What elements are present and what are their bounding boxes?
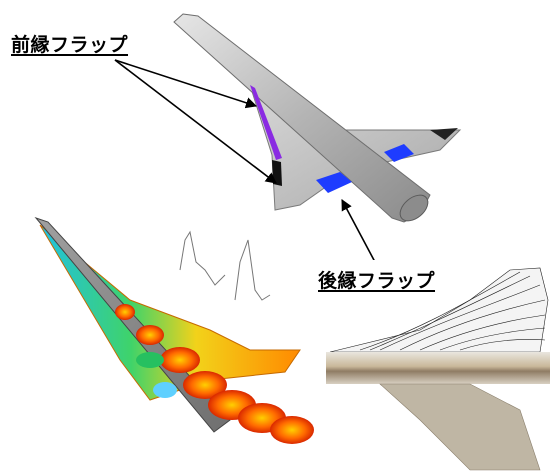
leading-edge-flap-label: 前縁フラップ [11, 30, 128, 57]
cad-aircraft [174, 14, 460, 226]
trailing-edge-flap-label: 後縁フラップ [318, 266, 435, 293]
trailing-edge-arrow [342, 200, 375, 262]
cfd-visualization [36, 218, 338, 446]
